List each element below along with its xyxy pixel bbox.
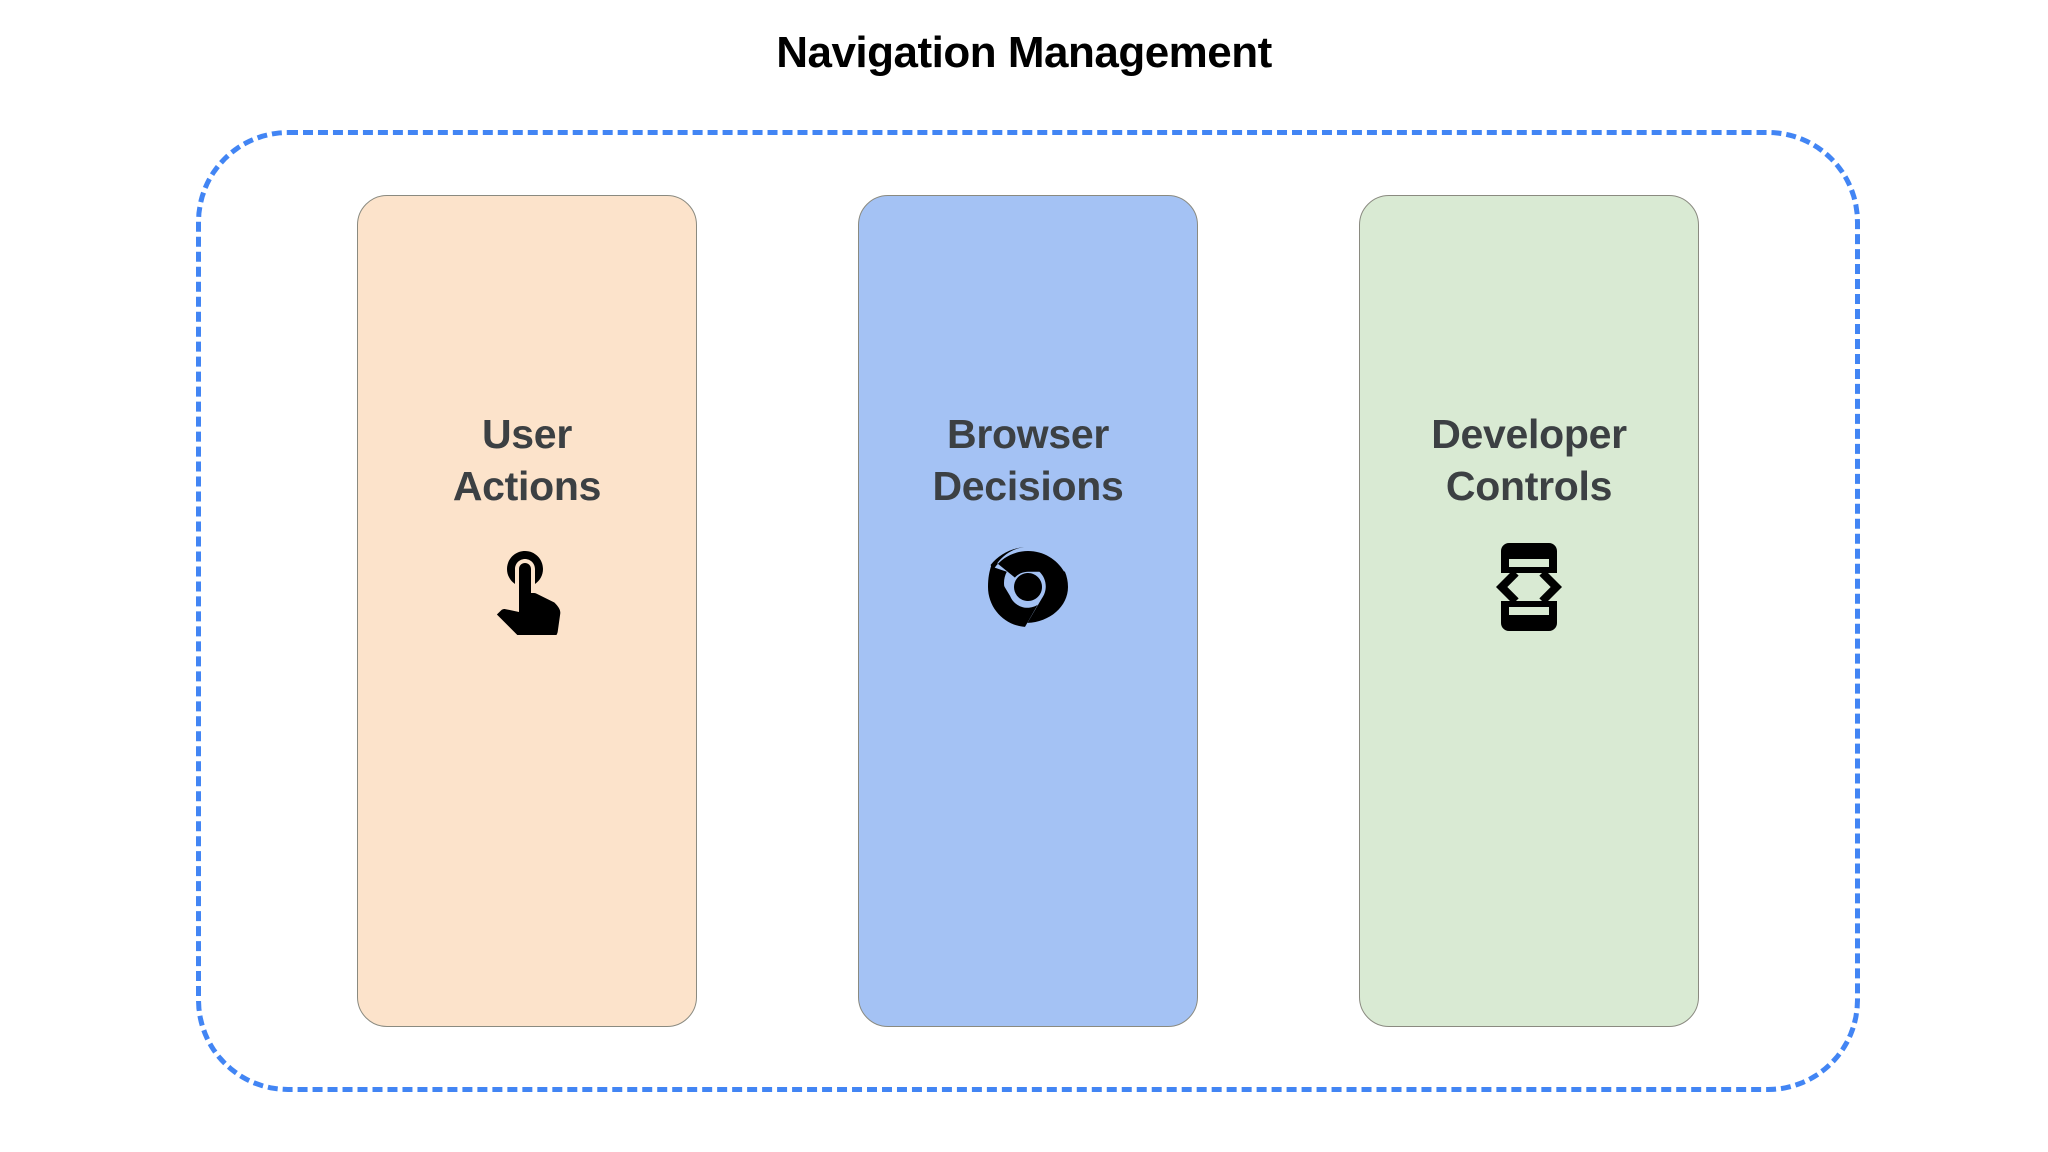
navigation-management-group-outline [196,130,1860,1092]
card-user-actions[interactable]: User Actions [357,195,697,1027]
card-user-actions-label: User Actions [452,411,602,510]
touch-app-icon [479,539,575,635]
card-developer-controls[interactable]: Developer Controls [1359,195,1699,1027]
card-browser-decisions-label: Browser Decisions [932,411,1124,510]
card-developer-controls-label: Developer Controls [1431,411,1627,510]
chrome-logo-icon [980,539,1076,635]
cards-row: User Actions Browser Decisions Developer… [196,130,1860,1092]
developer-mode-icon [1481,539,1577,635]
card-browser-decisions[interactable]: Browser Decisions [858,195,1198,1027]
page-title: Navigation Management [776,28,1272,77]
